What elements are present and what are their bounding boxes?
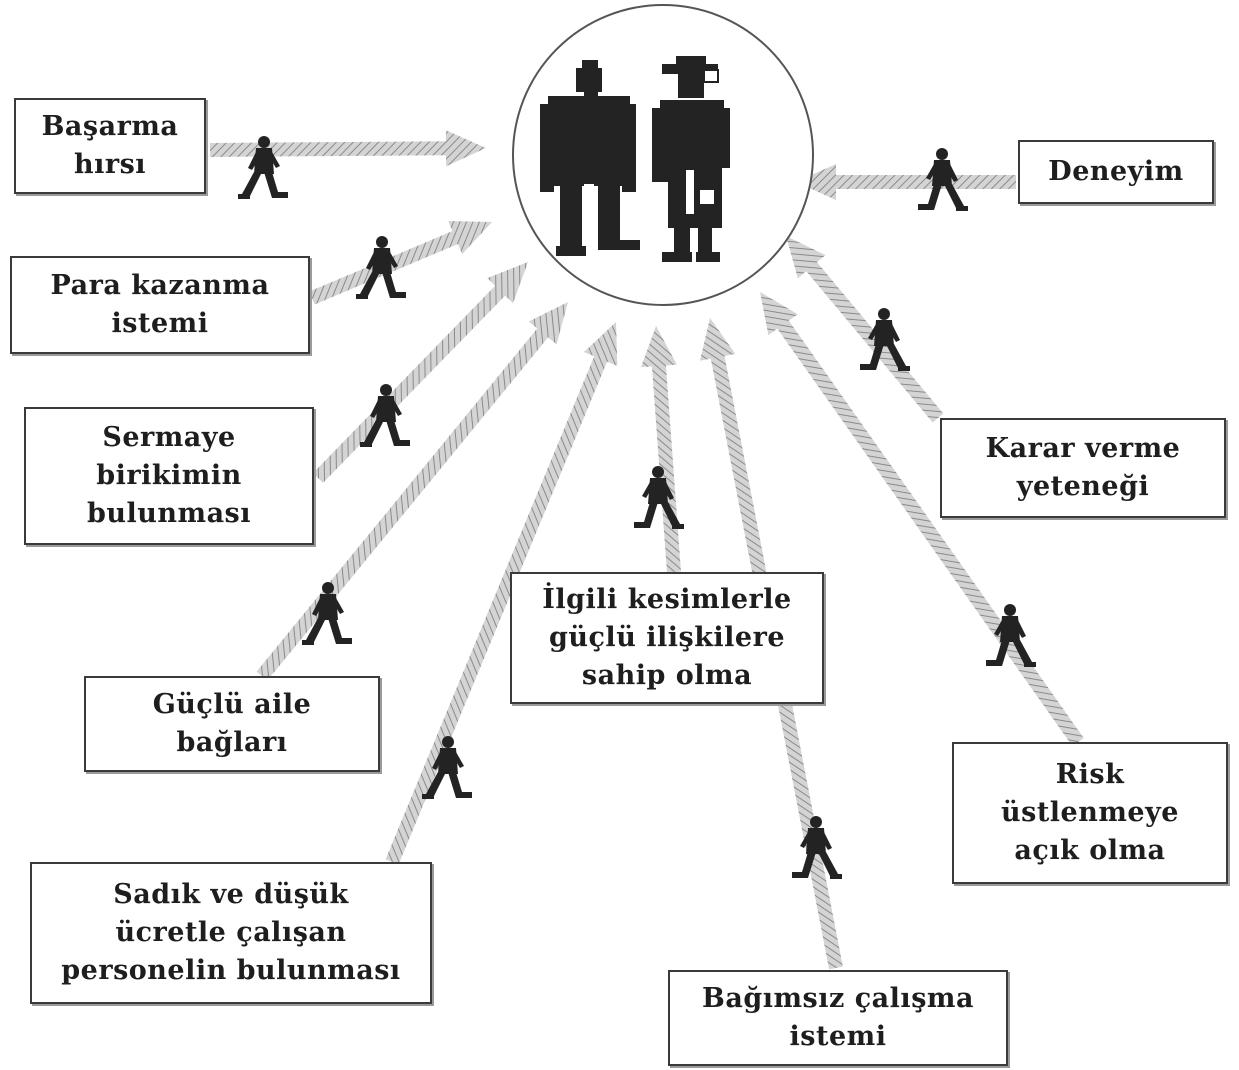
- factor-label: Karar verme yeteneği: [985, 433, 1181, 502]
- factor-label: Güçlü aile bağları: [152, 689, 312, 758]
- walkers-layer: [238, 136, 1036, 879]
- center-circle: [512, 4, 814, 306]
- factor-box-para: Para kazanma istemi: [10, 256, 310, 354]
- walking-person-icon: [238, 136, 288, 199]
- walking-person-icon: [302, 582, 352, 645]
- arrow-sadik: [385, 322, 618, 865]
- factor-box-aile: Güçlü aile bağları: [84, 676, 380, 772]
- arrow-deneyim: [796, 164, 1016, 200]
- factor-label: Para kazanma istemi: [50, 270, 270, 339]
- factor-label: Bağımsız çalışma istemi: [702, 983, 974, 1052]
- factor-label: İlgili kesimlerle güçlü ilişkilere sahip…: [542, 584, 792, 691]
- factor-label: Risk üstlenmeye açık olma: [1001, 759, 1179, 866]
- woman-icon: [652, 56, 730, 262]
- walking-person-icon: [360, 384, 410, 447]
- factor-box-deneyim: Deneyim: [1018, 140, 1214, 204]
- arrow-karar: [785, 236, 944, 423]
- factor-box-ilgili: İlgili kesimlerle güçlü ilişkilere sahip…: [510, 572, 824, 704]
- arrow-para: [309, 220, 492, 305]
- factor-box-bagimsiz: Bağımsız çalışma istemi: [668, 970, 1008, 1066]
- walking-person-icon: [634, 466, 684, 529]
- walking-person-icon: [986, 604, 1036, 667]
- factor-box-sadik: Sadık ve düşük ücretle çalışan personeli…: [30, 862, 432, 1004]
- factor-label: Başarma hırsı: [41, 111, 179, 180]
- factor-label: Sadık ve düşük ücretle çalışan personeli…: [61, 879, 401, 986]
- factor-box-sermaye: Sermaye birikimin bulunması: [24, 407, 314, 545]
- factor-box-risk: Risk üstlenmeye açık olma: [952, 742, 1228, 884]
- man-icon: [540, 60, 640, 256]
- walking-person-icon: [356, 236, 406, 299]
- walking-person-icon: [792, 816, 842, 879]
- walking-person-icon: [918, 148, 968, 211]
- arrow-ilgili: [640, 326, 681, 573]
- arrow-sermaye: [312, 262, 528, 483]
- walking-person-icon: [422, 736, 472, 799]
- factor-box-basarma: Başarma hırsı: [14, 98, 206, 194]
- factor-box-karar: Karar verme yeteneği: [940, 418, 1226, 518]
- factor-label: Deneyim: [1048, 156, 1184, 187]
- factor-label: Sermaye birikimin bulunması: [86, 422, 252, 529]
- walking-person-icon: [860, 308, 910, 371]
